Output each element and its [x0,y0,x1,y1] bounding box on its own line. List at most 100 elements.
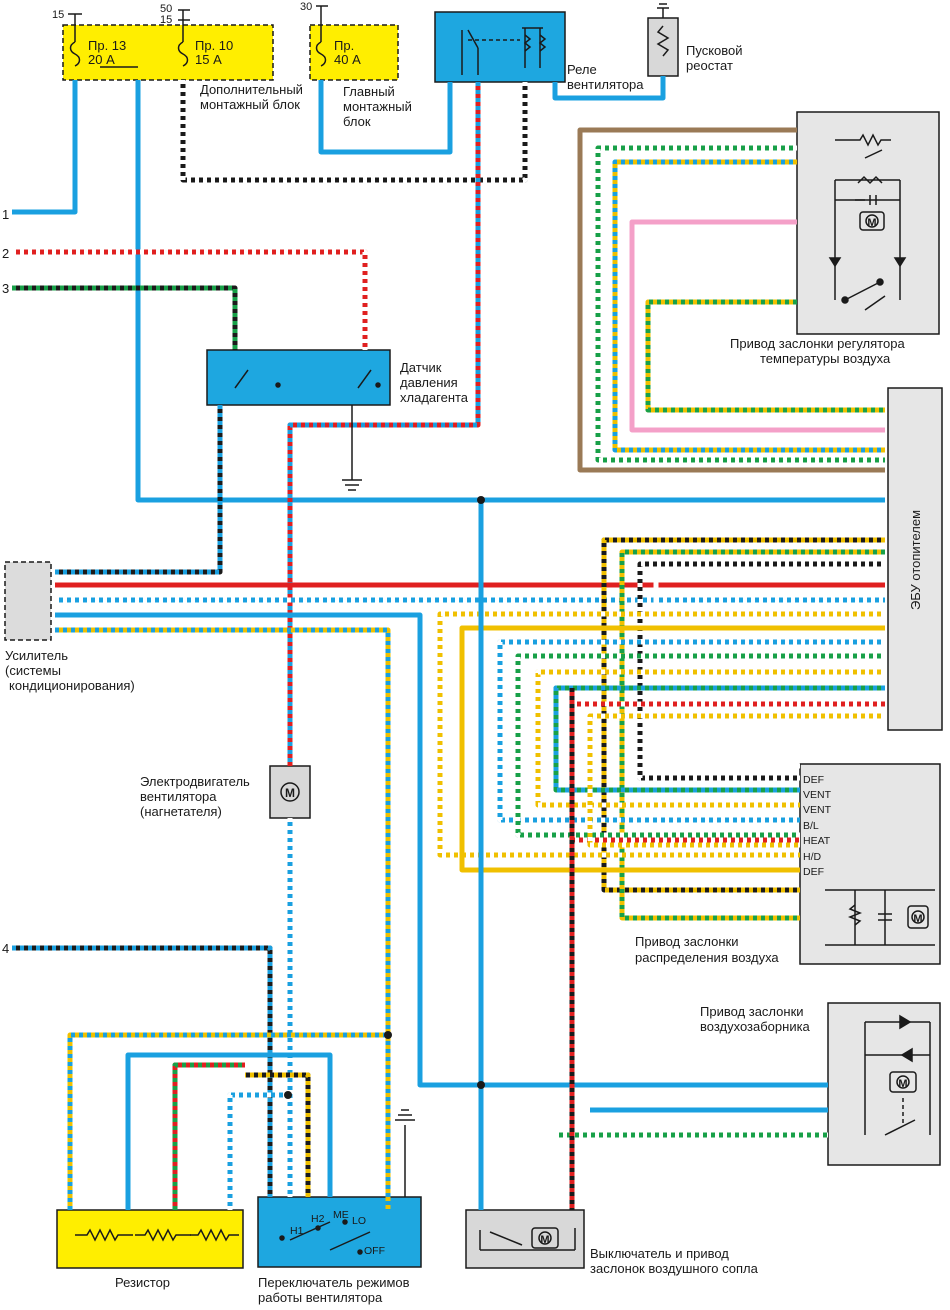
ac-amplifier [4,561,52,641]
rheostat-label-2: реостат [686,58,733,73]
main-block-label-3: блок [343,114,371,129]
mode-bl-label: B/L [803,820,819,832]
wire [12,80,78,215]
amplifier-label: Усилитель [5,648,68,663]
heater-ecu [887,387,943,731]
wire [55,627,391,1210]
connector-4-label: 4 [2,941,9,956]
main-block-label: Главный [343,84,395,99]
switch-lo-label: LO [352,1215,366,1227]
wire-stripe [535,669,885,808]
motor-label: Электродвигатель [140,774,250,789]
wire-stripe [67,1032,388,1210]
motor-label-3: (нагнетателя) [140,804,222,819]
wire-stripe [172,1062,245,1210]
wire [629,219,885,433]
svg-text:M: M [898,1078,907,1090]
intake-damper-actuator [827,1002,941,1166]
wire [577,127,885,473]
wire-stripe [612,159,885,453]
motor-label-2: вентилятора [140,789,217,804]
sensor-label-3: хладагента [400,390,469,405]
fuse-10-label: Пр. 10 [195,38,233,53]
connector-2-label: 2 [2,246,9,261]
wire [552,76,666,101]
wire-stripe [515,653,885,838]
wire-stripe [595,145,885,463]
resistor-block [56,1209,244,1269]
switch-off-label: OFF [364,1245,385,1257]
switch-h1-label: H1 [290,1225,304,1237]
aux-block-label: Дополнительный [200,82,303,97]
mode-def2-label: DEF [803,866,824,878]
nozzle-switch-actuator [465,1209,585,1269]
terminal-15b-label: 15 [160,14,172,26]
wire-stripe [569,701,885,843]
terminal-15-label: 15 [52,9,64,21]
ground-symbol [342,405,362,491]
fuse-13-rating: 20 А [88,52,115,67]
temp-damper-actuator [796,111,940,335]
main-fuse-box [309,24,399,81]
aux-block-label-2: монтажный блок [200,97,300,112]
connector-3-label: 3 [2,281,9,296]
wire-stripe [12,249,368,350]
svg-text:M: M [913,913,922,925]
mode-heat-label: HEAT [803,835,831,847]
wire [172,1062,245,1210]
fan-switch-label: Переключатель режимов [258,1275,410,1290]
ground-symbol [395,1109,415,1197]
wire [12,249,368,350]
intake-actuator-label-2: воздухозаборника [700,1019,811,1034]
main-block-label-2: монтажный [343,99,412,114]
dist-actuator-label: Привод заслонки [635,934,739,949]
ecu-label: ЭБУ отопителем [908,510,923,610]
wire [459,625,885,873]
wire-stripe [587,713,885,848]
relay-label: Реле [567,62,597,77]
wire-stripe [245,1072,311,1197]
fuse-10-rating: 15 А [195,52,222,67]
amplifier-label-3: кондиционирования) [9,678,135,693]
fan-mode-switch [257,1196,422,1268]
wire [55,405,223,575]
wire-stripe [287,82,481,766]
relay-label-2: вентилятора [567,77,644,92]
fan-relay [434,11,566,83]
wire-stripe [227,1092,288,1210]
amplifier-label-2: (системы [5,663,61,678]
refrigerant-pressure-sensor [206,349,391,406]
temp-actuator-label-2: температуры воздуха [760,351,891,366]
wire-stripe [12,285,238,350]
wire-stripe [437,611,885,858]
wire [318,80,453,155]
switch-me-label: ME [333,1209,349,1221]
fuse-40-rating: 40 А [334,52,361,67]
wire-stripe [180,80,528,183]
dist-actuator-label-2: распределения воздуха [635,950,779,965]
fuse-40-label: Пр. [334,38,354,53]
sensor-label-2: давления [400,375,458,390]
aux-fuse-box [62,24,274,81]
resistor-label: Резистор [115,1275,170,1290]
wire [55,612,828,1088]
wire-stripe [12,945,273,1197]
wire-harness [12,76,885,1210]
wire-stripe [553,685,885,793]
intake-actuator-label: Привод заслонки [700,1004,804,1019]
wire [12,285,238,350]
wire [227,1092,288,1210]
svg-text:M: M [540,1234,549,1246]
wire-stripe [497,639,885,823]
terminal-50-label: 50 [160,3,172,15]
fuse-13-label: Пр. 13 [88,38,126,53]
temp-actuator-label: Привод заслонки регулятора [730,336,905,351]
svg-text:M: M [285,786,295,800]
mode-vent2-label: VENT [803,804,832,816]
fan-switch-label-2: работы вентилятора [258,1290,383,1305]
mode-hd-label: H/D [803,851,822,863]
sensor-label: Датчик [400,360,442,375]
wire [125,1052,333,1210]
svg-text:M: M [867,217,876,229]
